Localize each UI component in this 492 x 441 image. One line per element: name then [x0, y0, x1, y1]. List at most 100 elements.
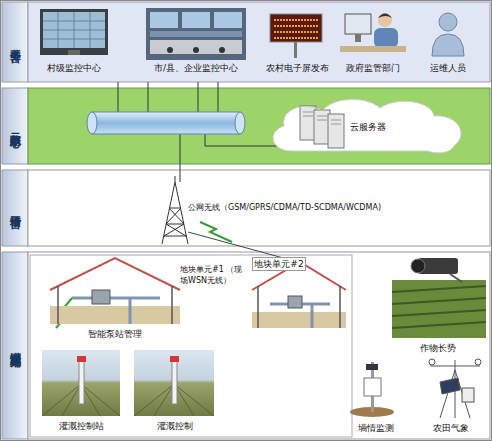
photo-item: 灌溉控制: [132, 348, 218, 434]
node-label: 政府监管部门: [336, 62, 410, 74]
control-room: [146, 8, 246, 60]
control-room: [219, 47, 225, 53]
node-label: 市/县、企业监控中心: [140, 62, 252, 74]
monitor-wall: [43, 12, 105, 48]
led-screen: [274, 20, 318, 38]
platform-band: 业务平台村级监控中心市/县、企业监控中心农村电子屏发布政府监管部门运维人员: [2, 2, 490, 82]
cloud-node: 云服务器: [262, 96, 472, 158]
node-label: 智能泵站管理: [75, 328, 155, 340]
node-label: 地块单元#1 （现场WSN无线）: [180, 264, 248, 288]
band-title: 云数据中心: [2, 88, 28, 164]
data-pipe: [87, 112, 245, 134]
soil-sensor: [364, 378, 381, 396]
field-photo: [134, 350, 214, 416]
cloud-outline: [273, 99, 461, 153]
monitor-wall: [43, 12, 105, 48]
node-label: 作物长势: [388, 342, 488, 354]
government-officer: [345, 14, 371, 34]
node-label: 墒情监测: [346, 422, 406, 434]
band-background: [28, 88, 490, 164]
band-background: [28, 170, 490, 246]
monitor-wall: [68, 50, 80, 55]
node-label: 灌溉控制: [132, 420, 218, 432]
photo-item: 农田气象: [414, 356, 488, 436]
node-label: 农村电子屏发布: [262, 62, 332, 74]
cloud-shape: [273, 99, 461, 153]
pump-house: [72, 298, 160, 324]
field-photo: [134, 350, 214, 416]
node-label: 云服务器: [350, 121, 410, 133]
cloud-shape: [273, 99, 461, 153]
band-background: [30, 255, 352, 437]
operator-icon: [439, 13, 457, 31]
crop-camera: [392, 258, 486, 338]
control-room: [150, 31, 242, 37]
pump-house: [288, 296, 302, 308]
operator-icon: [432, 34, 464, 56]
weather-station: [475, 359, 481, 365]
node-label: 村级监控中心: [34, 62, 114, 74]
server-icon: [303, 112, 341, 124]
field-photo: [77, 356, 86, 362]
field-photo: [172, 360, 177, 404]
band-title: 传输平台: [2, 170, 28, 246]
field-unit: 地块单元#2: [250, 256, 348, 338]
weather-station: [430, 360, 480, 418]
band-background: [28, 2, 490, 82]
monitor-wall: [40, 9, 108, 55]
pump-house: [92, 290, 110, 304]
weather-station: [462, 388, 474, 402]
control-room: [146, 8, 246, 60]
field-photo: [170, 356, 179, 362]
weather-station: [429, 359, 435, 365]
pump-house: [258, 286, 340, 328]
control-room: [150, 40, 242, 54]
government-officer: [378, 13, 392, 27]
network-label: 公网无线（GSM/GPRS/CDMA/TD-SCDMA/WCDMA): [188, 202, 428, 213]
field-unit: 地块单元#1 （现场WSN无线） 智能泵站管理: [40, 256, 248, 342]
soil-sensor: [350, 362, 394, 417]
data-wire: [180, 134, 181, 182]
data-pipe: [235, 112, 245, 134]
led-screen: [270, 14, 322, 42]
node-label: 灌溉控制站: [40, 420, 122, 432]
soil-sensor: [366, 364, 378, 370]
platform-band: 云数据中心 云服务器: [2, 88, 490, 164]
government-officer: [374, 28, 398, 48]
pump-house: [252, 312, 346, 328]
field-photo: [42, 350, 120, 416]
control-room: [182, 12, 210, 28]
service-item: 市/县、企业监控中心: [140, 6, 252, 80]
led-screen: [294, 40, 297, 58]
pump-house: [50, 258, 180, 324]
weather-station: [429, 359, 481, 418]
monitor-wall: [40, 9, 108, 55]
band-background: [2, 170, 28, 246]
control-room: [214, 12, 242, 28]
control-room: [167, 47, 173, 53]
crop-camera: [450, 274, 462, 282]
server-icon: [300, 106, 344, 148]
field-photo: [79, 360, 84, 404]
pump-house: [50, 306, 180, 324]
radio-tower: [162, 176, 188, 244]
photo-item: 墒情监测: [346, 356, 406, 436]
government-officer: [340, 46, 406, 52]
service-item: 运维人员: [418, 6, 478, 80]
server-icon: [328, 114, 344, 148]
node-label: 运维人员: [418, 62, 478, 74]
node-label: 农田气象: [414, 422, 488, 434]
led-screen: [270, 14, 322, 58]
band-background: [2, 2, 28, 82]
control-room: [193, 47, 199, 53]
platform-band: 灌溉测控单元 地块单元#1 （现场WSN无线） 智能泵站管理灌溉控制站灌溉控制 地块单…: [2, 252, 490, 439]
band-title: 灌溉测控单元: [2, 252, 28, 439]
crop-camera: [392, 280, 486, 338]
pump-house: [252, 262, 346, 328]
government-officer: [378, 14, 392, 19]
data-pipe: [87, 112, 97, 134]
